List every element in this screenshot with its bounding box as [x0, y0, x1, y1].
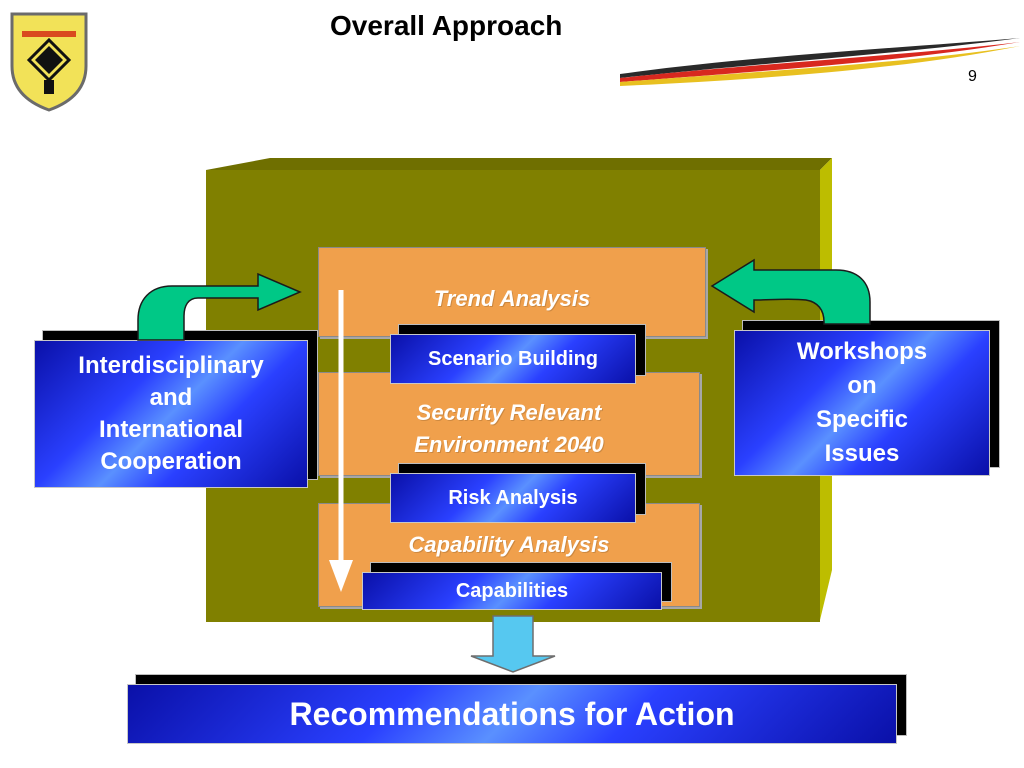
input-box-workshops-text: Workshops on Specific Issues [797, 335, 927, 471]
stage-label-capability-analysis: Capability Analysis [408, 532, 610, 557]
input-box-cooperation-text: Interdisciplinary and International Coop… [78, 350, 263, 478]
stage-label-security-environment: Security Relevant Environment 2040 [319, 397, 699, 461]
result-box-recommendations: Recommendations for Action [127, 684, 897, 744]
flag-swoosh-decoration [620, 38, 1020, 86]
text-line: on [847, 372, 877, 399]
text-line: International [98, 416, 243, 443]
stage-box-security-environment: Security Relevant Environment 2040 [318, 372, 700, 476]
output-box-capabilities: Capabilities [362, 572, 662, 610]
page-number: 9 [968, 68, 977, 85]
result-label: Recommendations for Action [289, 695, 735, 732]
input-box-cooperation: Interdisciplinary and International Coop… [34, 340, 308, 488]
stage-label-line: Environment 2040 [414, 432, 604, 457]
text-line: Issues [824, 440, 900, 467]
coat-of-arms-icon [10, 12, 88, 112]
text-line: Specific [815, 406, 909, 433]
output-label: Scenario Building [427, 347, 599, 370]
output-label: Risk Analysis [448, 486, 578, 509]
output-box-risk-analysis: Risk Analysis [390, 473, 636, 523]
stage-label-trend-analysis: Trend Analysis [433, 286, 591, 311]
stage-box-trend-analysis: Trend Analysis [318, 247, 706, 337]
page-title: Overall Approach [330, 10, 563, 41]
output-box-scenario-building: Scenario Building [390, 334, 636, 384]
input-box-workshops: Workshops on Specific Issues [734, 330, 990, 476]
text-line: Cooperation [100, 448, 242, 475]
text-line: Workshops [796, 338, 928, 365]
stage-label-line: Security Relevant [416, 400, 602, 425]
text-line: and [149, 384, 193, 411]
text-line: Interdisciplinary [78, 352, 264, 379]
output-label: Capabilities [455, 579, 569, 602]
